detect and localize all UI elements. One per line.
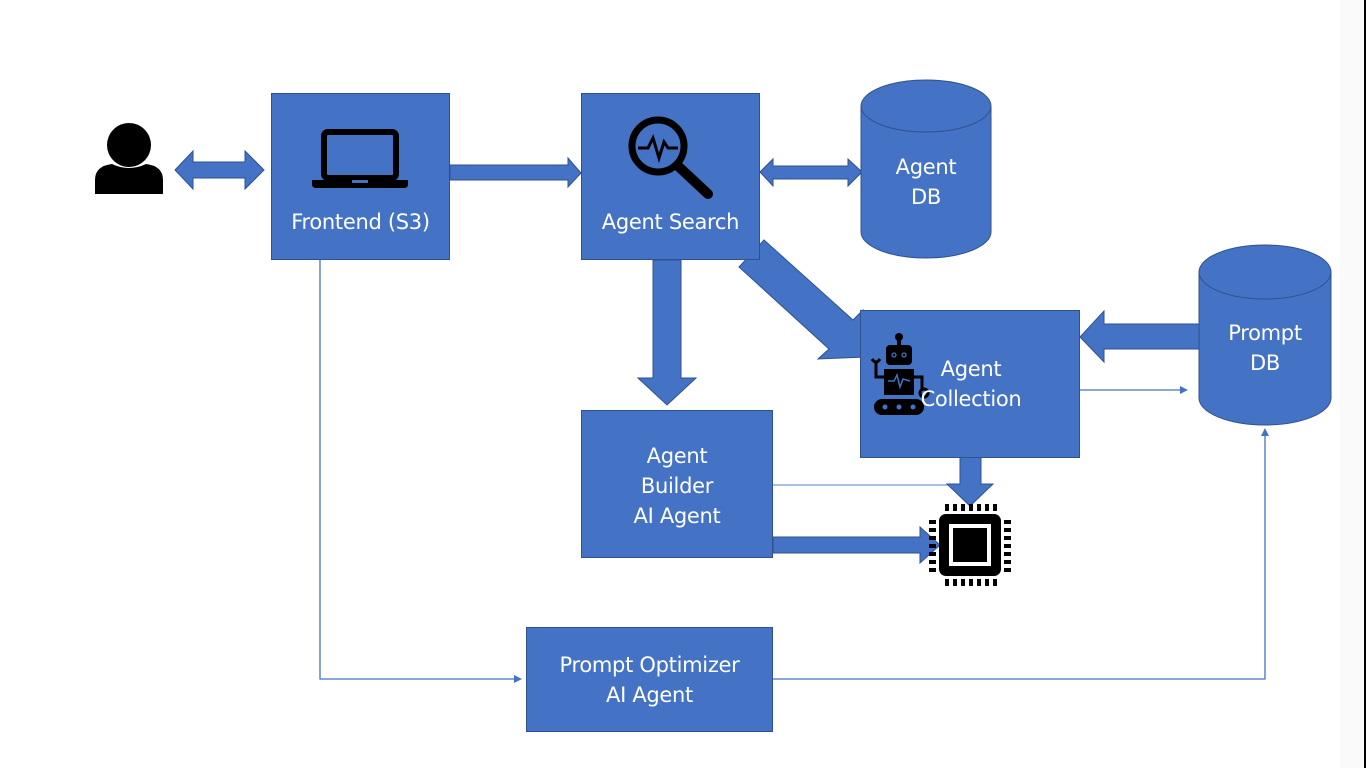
prompt-optimizer-label: Prompt Optimizer AI Agent [559,653,740,707]
edge-agent-collection-to-processor-arrow [945,456,995,507]
frontend-node[interactable]: Frontend (S3) [271,93,450,260]
slide-edge [1364,0,1366,768]
robot-icon [870,333,930,415]
edge-user-frontend-double-arrow [174,149,265,191]
agent-db-label[interactable]: Agent DB [895,155,957,209]
agent-db-cylinder [860,79,992,259]
agent-builder-node[interactable]: Agent Builder AI Agent [581,410,773,558]
edge-agent-builder-to-processor-arrow [772,525,941,565]
edge-agent-search-to-agent-collection-arrow [738,239,867,360]
edge-frontend-to-prompt-optimizer [319,260,522,683]
search-activity-icon [628,116,713,199]
frontend-label: Frontend (S3) [291,210,430,234]
prompt-optimizer-node[interactable]: Prompt Optimizer AI Agent [526,627,773,732]
page-margin [1340,0,1364,768]
user-icon [95,123,163,194]
edge-prompt-optimizer-to-prompt-db [773,428,1269,680]
edge-agent-search-agent-db-double-arrow [759,157,863,188]
prompt-db-cylinder [1198,244,1332,426]
agent-collection-label: Agent Collection [920,357,1022,411]
edge-prompt-db-to-agent-collection-arrow [1079,309,1201,364]
edge-agent-search-to-agent-builder-arrow [636,259,698,406]
agent-search-label: Agent Search [601,210,740,234]
agent-search-node[interactable]: Agent Search [581,93,760,260]
laptop-icon [312,129,408,188]
agent-collection-node[interactable]: Agent Collection [860,310,1080,458]
cpu-chip-icon [929,504,1011,586]
prompt-db-label[interactable]: Prompt DB [1228,321,1302,375]
agent-builder-label: Agent Builder AI Agent [633,444,721,528]
edge-frontend-to-agent-search-arrow [449,156,582,189]
